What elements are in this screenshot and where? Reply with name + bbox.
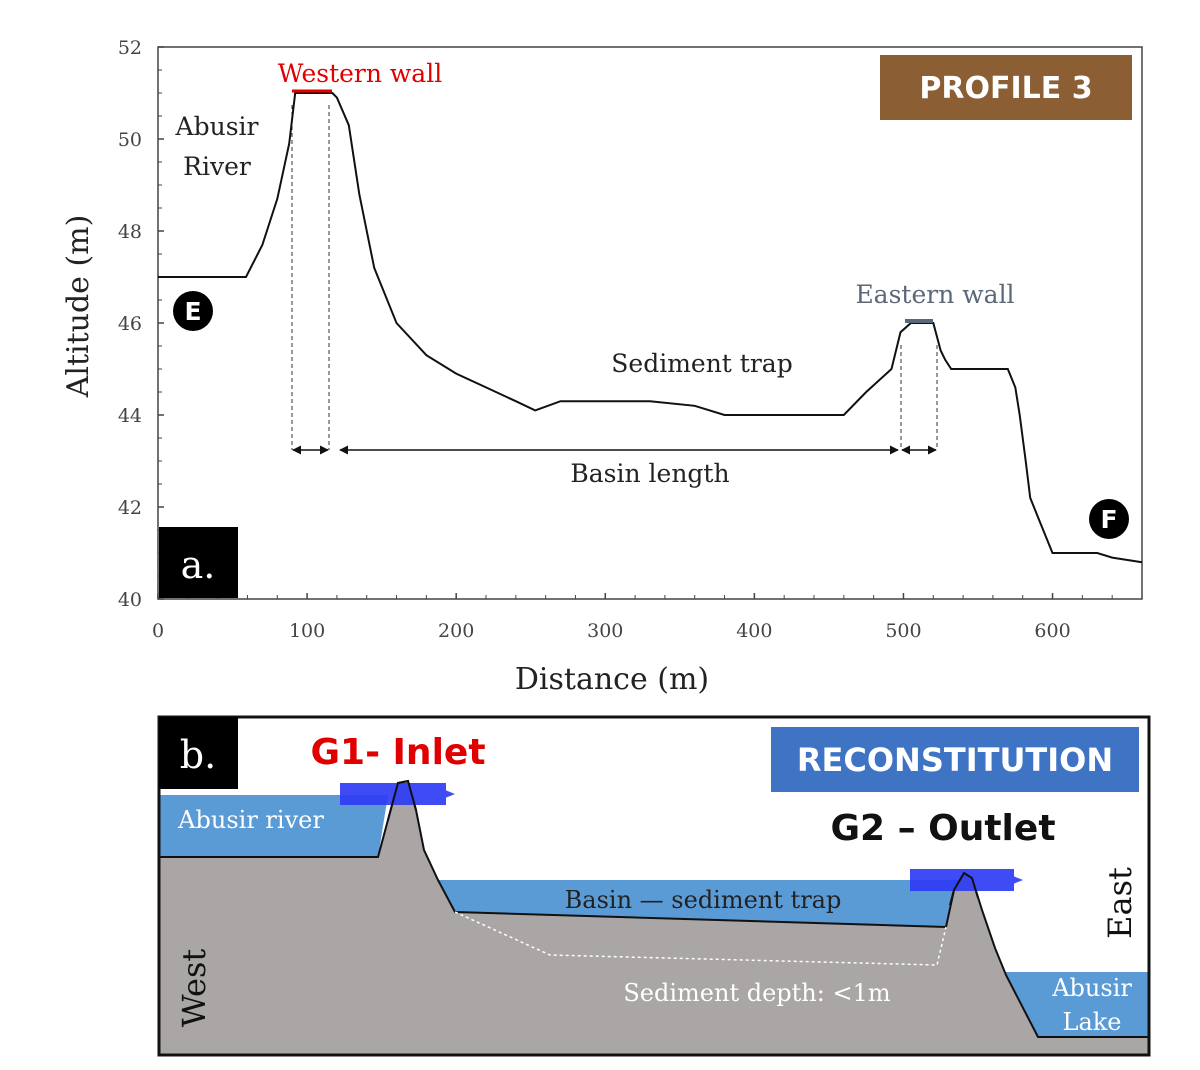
panel-a-label-box [159,527,238,598]
eastern-wall-label: Eastern wall [855,280,1014,309]
y-tick-label: 42 [118,497,142,519]
x-tick-label: 600 [1034,620,1070,642]
abusir-river-label-line2: River [183,152,251,181]
profile-badge-text: PROFILE 3 [919,71,1092,106]
x-tick-label: 400 [736,620,772,642]
y-tick-label: 44 [118,405,142,427]
x-tick-label: 500 [885,620,921,642]
western-wall-label: Western wall [278,59,442,88]
x-tick-label: 200 [438,620,474,642]
y-tick-label: 46 [118,313,142,335]
svg-text:E: E [184,297,201,326]
x-tick-label: 0 [152,620,164,642]
panel-a-label: a. [181,543,216,587]
marker-e: E [173,291,213,331]
abusir-river-label-line1: Abusir [175,112,259,141]
panel-b-label-box [159,717,238,789]
y-tick-label: 50 [118,129,142,151]
wall-guides [291,105,938,450]
x-axis-label: Distance (m) [515,662,709,697]
sediment-depth-outline [454,911,947,966]
x-axis-ticks: 0 100 200 300 400 500 600 [152,593,1143,642]
abusir-lake-water [1000,972,1148,1037]
basin-length-label: Basin length [570,459,729,488]
panel-b: G1- Inlet G2 – Outlet Abusir river Basin… [157,715,1151,1057]
outlet-peak-outline [949,871,979,906]
x-tick-label: 300 [587,620,623,642]
sediment-depth-label: Sediment depth: <1m [623,979,891,1007]
y-tick-label: 52 [118,37,142,59]
y-tick-label: 40 [118,589,142,611]
profile-badge [880,55,1132,120]
plot-frame [157,46,1143,600]
basin-label: Basin — sediment trap [565,886,842,914]
inlet-label: G1- Inlet [310,732,485,773]
flow-arrows [340,783,1023,891]
abusir-lake-label-line1: Abusir [1051,974,1132,1002]
inlet-peak-outline [387,779,417,821]
ground-terrain [160,781,1148,1055]
abusir-river-label: Abusir river [177,806,324,834]
west-label: West [175,949,213,1028]
x-tick-label: 100 [289,620,325,642]
marker-f: F [1089,499,1129,539]
reconstitution-badge [771,727,1139,792]
y-axis-ticks: 40 42 44 46 48 50 52 [118,37,164,611]
y-axis-label: Altitude (m) [61,215,96,399]
outlet-label: G2 – Outlet [830,808,1055,849]
abusir-lake-label-line2: Lake [1063,1008,1122,1036]
profile-line [158,92,1143,564]
east-label: East [1101,867,1139,939]
abusir-river-water [160,795,388,857]
panel-b-label: b. [180,733,216,777]
reconstitution-badge-text: RECONSTITUTION [797,741,1113,779]
svg-text:F: F [1100,505,1117,534]
panel-b-frame [157,715,1151,1057]
sediment-trap-label: Sediment trap [611,349,792,378]
panel-a: 0 100 200 300 400 500 600 40 42 44 46 48 50 52 Dista… [61,37,1143,697]
y-tick-label: 48 [118,221,142,243]
